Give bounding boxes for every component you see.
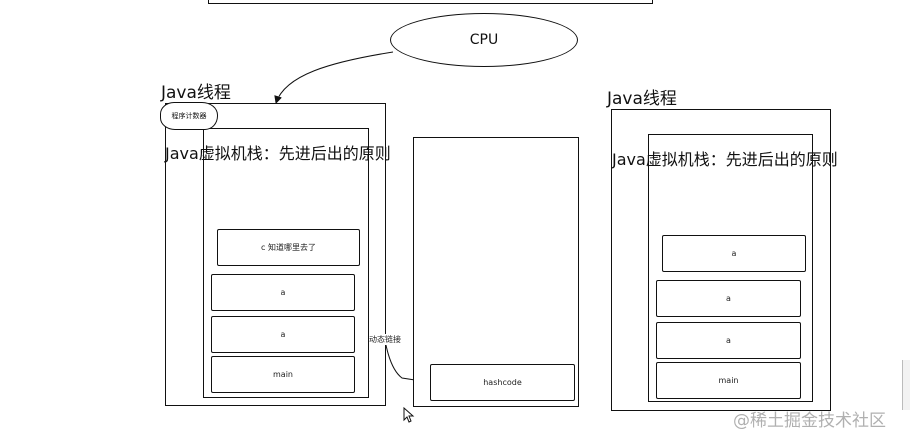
left-stack-title: Java虚拟机栈：先进后出的原则 [165, 144, 391, 163]
scrollbar-edge[interactable] [902, 360, 910, 410]
cpu-node: CPU [390, 13, 578, 67]
left-frame-a1-label: a [280, 288, 286, 297]
right-frame-main: main [656, 362, 801, 399]
program-counter-cloud: 程序计数器 [160, 102, 218, 130]
left-frame-c-label: c 知道哪里去了 [261, 243, 316, 252]
right-frame-a2: a [656, 280, 801, 317]
right-frame-a3-label: a [726, 336, 731, 345]
right-frame-a1-label: a [731, 249, 737, 258]
left-frame-main: main [211, 356, 355, 393]
mouse-cursor-icon [403, 407, 415, 423]
cpu-label: CPU [469, 32, 499, 48]
program-counter-label: 程序计数器 [171, 112, 207, 120]
top-partial-box [208, 0, 653, 4]
left-frame-c: c 知道哪里去了 [217, 229, 360, 266]
right-stack-title: Java虚拟机栈：先进后出的原则 [612, 150, 838, 169]
heap-box [413, 137, 579, 407]
left-thread-label: Java线程 [161, 83, 231, 103]
left-frame-main-label: main [273, 370, 293, 379]
left-frame-a2-label: a [280, 330, 286, 339]
watermark: @稀土掘金技术社区 [733, 411, 886, 431]
right-frame-a3: a [656, 322, 801, 359]
hashcode-box: hashcode [430, 364, 575, 401]
dynamic-link-label: 动态链接 [369, 334, 401, 345]
left-frame-a1: a [211, 274, 355, 311]
hashcode-label: hashcode [483, 378, 522, 387]
right-frame-a2-label: a [726, 294, 731, 303]
right-frame-a1: a [662, 235, 806, 272]
left-frame-a2: a [211, 316, 355, 353]
right-frame-main-label: main [718, 376, 739, 385]
cpu-arrow [274, 51, 394, 104]
right-thread-label: Java线程 [607, 89, 677, 109]
